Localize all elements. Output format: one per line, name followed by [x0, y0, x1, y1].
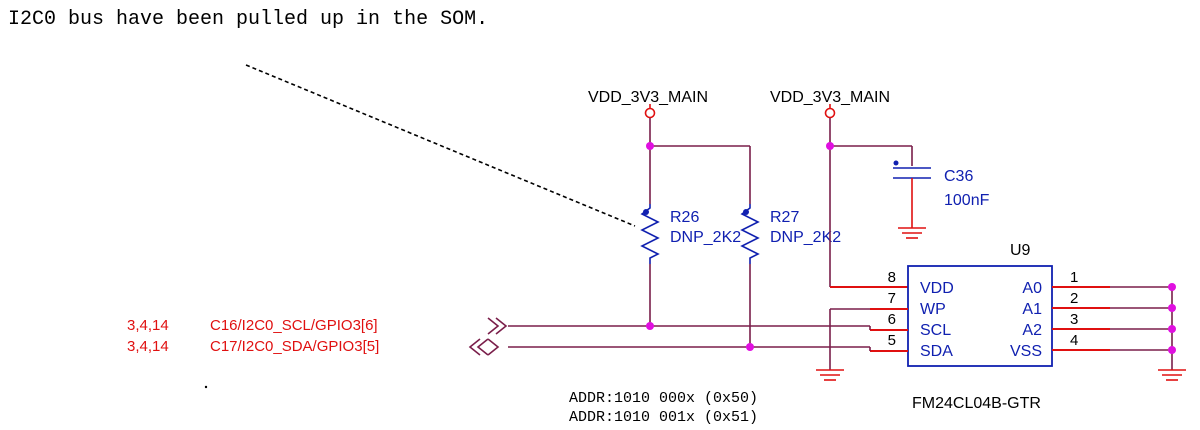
r27-value: DNP_2K2	[770, 229, 841, 246]
sda-net-name: C17/I2C0_SDA/GPIO3[5]	[210, 338, 379, 355]
scl-net-pages: 3,4,14	[127, 317, 169, 334]
pin-name-scl: SCL	[920, 322, 951, 339]
junction-dot	[1168, 346, 1176, 354]
r26-value: DNP_2K2	[670, 229, 741, 246]
resistor-r27	[740, 204, 760, 348]
power-symbol-right	[824, 104, 836, 119]
annotation-pointer-line	[245, 64, 636, 227]
right-power-rail	[829, 118, 913, 288]
scl-net-name: C16/I2C0_SCL/GPIO3[6]	[210, 317, 378, 334]
pin-num-5: 5	[888, 332, 896, 349]
power-symbol-left	[644, 104, 656, 119]
capacitor-c36	[893, 160, 931, 239]
pin-num-8: 8	[888, 269, 896, 286]
pin-num-6: 6	[888, 311, 896, 328]
power-label-right: VDD_3V3_MAIN	[770, 89, 890, 106]
sda-net-pages: 3,4,14	[127, 338, 169, 355]
junction-dot	[746, 343, 754, 351]
pin-name-a1: A1	[1022, 301, 1042, 318]
u9-ref: U9	[1010, 242, 1031, 259]
u9-part-number: FM24CL04B-GTR	[912, 395, 1041, 412]
pin-name-vdd: VDD	[920, 280, 954, 297]
r26-ref: R26	[670, 209, 699, 226]
pin-name-vss: VSS	[1010, 343, 1042, 360]
scl-offpage-connector	[487, 317, 508, 335]
pin-name-sda: SDA	[920, 343, 953, 360]
pin-num-1: 1	[1070, 269, 1078, 286]
junction-dot	[646, 322, 654, 330]
r27-ref: R27	[770, 209, 799, 226]
junction-dot	[646, 142, 654, 150]
junction-dot	[1168, 283, 1176, 291]
sda-offpage-connector	[468, 338, 500, 356]
stray-dot	[204, 385, 208, 389]
power-label-left: VDD_3V3_MAIN	[588, 89, 708, 106]
address-ground-bus	[1110, 286, 1186, 381]
pin-num-7: 7	[888, 290, 896, 307]
pin-num-4: 4	[1070, 332, 1078, 349]
address-note-1: ADDR:1010 000x (0x50)	[569, 390, 758, 407]
pin-num-2: 2	[1070, 290, 1078, 307]
pin-name-a2: A2	[1022, 322, 1042, 339]
left-power-rail	[649, 118, 751, 204]
note-top: I2C0 bus have been pulled up in the SOM.	[8, 8, 488, 31]
c36-ref: C36	[944, 168, 973, 185]
junction-dot	[1168, 325, 1176, 333]
junction-dot	[1168, 304, 1176, 312]
address-note-2: ADDR:1010 001x (0x51)	[569, 409, 758, 426]
resistor-r26	[640, 204, 660, 326]
wp-ground-symbol	[816, 369, 844, 381]
junction-dot	[826, 142, 834, 150]
ic-u9-body	[907, 265, 1053, 367]
pin-num-3: 3	[1070, 311, 1078, 328]
c36-value: 100nF	[944, 192, 990, 209]
pin-name-wp: WP	[920, 301, 946, 318]
pin-name-a0: A0	[1022, 280, 1042, 297]
